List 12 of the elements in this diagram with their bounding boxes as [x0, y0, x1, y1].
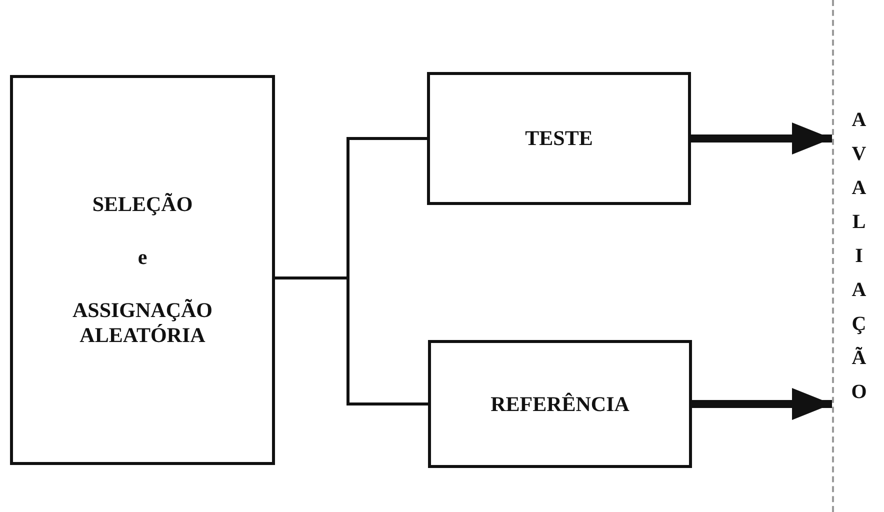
arrow — [691, 122, 832, 154]
box-label: e — [138, 245, 148, 270]
box-label: ASSIGNAÇÃO ALEATÓRIA — [71, 298, 214, 348]
connector-line — [275, 276, 428, 406]
box-label: TESTE — [525, 126, 593, 151]
process-box — [427, 72, 691, 205]
vertical-label: AVALIAÇÃO — [850, 108, 868, 405]
process-box — [10, 75, 275, 465]
process-box — [428, 340, 692, 468]
box-label: SELEÇÃO — [92, 192, 193, 217]
arrow — [692, 388, 832, 420]
box-label: REFERÊNCIA — [490, 392, 630, 416]
